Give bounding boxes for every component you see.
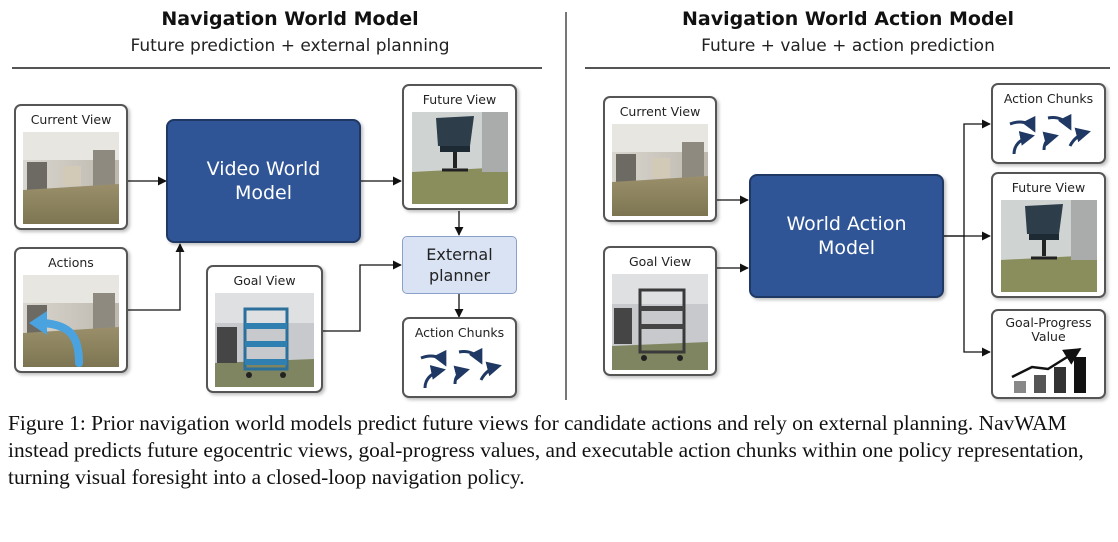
figure-caption: Figure 1: Prior navigation world models … xyxy=(8,410,1108,491)
left-future-view-card: Future View xyxy=(402,84,517,210)
right-current-view-photo xyxy=(612,124,708,216)
arrow-wam-to-value xyxy=(963,236,991,357)
left-current-view-label: Current View xyxy=(30,112,112,127)
left-panel-rule xyxy=(12,67,542,69)
left-action-chunks-label: Action Chunks xyxy=(414,325,505,340)
right-future-view-photo xyxy=(1001,200,1097,292)
video-world-model-label: Video World Model xyxy=(206,158,321,204)
left-future-view-photo xyxy=(412,112,508,204)
left-action-chunks-arrows-icon xyxy=(420,347,502,389)
goal-progress-value-card: Goal-Progress Value xyxy=(991,309,1106,399)
right-panel-title: Navigation World Action Model xyxy=(682,8,1014,30)
arrow-goal-to-planner xyxy=(323,260,402,332)
right-current-view-card: Current View xyxy=(603,96,717,222)
figure-caption-text: Figure 1: Prior navigation world models … xyxy=(8,411,1084,489)
right-action-chunks-card: Action Chunks xyxy=(991,83,1106,164)
right-goal-view-card: Goal View xyxy=(603,246,717,376)
actions-photo xyxy=(23,275,119,367)
left-panel-title: Navigation World Model xyxy=(161,8,419,30)
world-action-model-label: World Action Model xyxy=(786,213,907,259)
right-goal-view-photo xyxy=(612,274,708,370)
left-goal-view-photo xyxy=(215,293,314,387)
left-future-view-label: Future View xyxy=(422,92,497,107)
right-future-view-label: Future View xyxy=(1011,180,1086,195)
external-planner-label: External planner xyxy=(426,245,493,285)
left-goal-view-card: Goal View xyxy=(206,265,323,393)
arrow-wam-to-chunks xyxy=(944,119,991,237)
actions-label: Actions xyxy=(48,255,94,270)
action-arrowhead-icon xyxy=(29,311,47,335)
left-goal-view-label: Goal View xyxy=(233,273,296,288)
actions-card: Actions xyxy=(14,247,128,373)
video-world-model-box: Video World Model xyxy=(166,119,361,243)
world-action-model-box: World Action Model xyxy=(749,174,944,298)
current-view-photo xyxy=(23,132,119,224)
right-future-view-card: Future View xyxy=(991,172,1106,298)
right-current-view-label: Current View xyxy=(619,104,701,119)
right-action-chunks-label: Action Chunks xyxy=(1003,91,1094,106)
panel-divider xyxy=(565,12,567,400)
left-connectors xyxy=(128,176,464,332)
goal-progress-chart-icon xyxy=(1011,347,1086,393)
right-panel-rule xyxy=(585,67,1110,69)
right-connectors xyxy=(717,119,991,357)
left-panel-subtitle: Future prediction + external planning xyxy=(130,36,450,56)
action-path-icon xyxy=(39,319,83,367)
left-current-view-card: Current View xyxy=(14,104,128,230)
right-panel-subtitle: Future + value + action prediction xyxy=(701,36,995,56)
right-action-chunks-arrows-icon xyxy=(1009,113,1091,155)
arrow-actions-to-video xyxy=(128,243,185,311)
external-planner-box: External planner xyxy=(402,236,517,294)
goal-progress-value-label: Goal-Progress Value xyxy=(1005,315,1092,344)
right-goal-view-label: Goal View xyxy=(628,254,692,269)
left-action-chunks-card: Action Chunks xyxy=(402,317,517,398)
